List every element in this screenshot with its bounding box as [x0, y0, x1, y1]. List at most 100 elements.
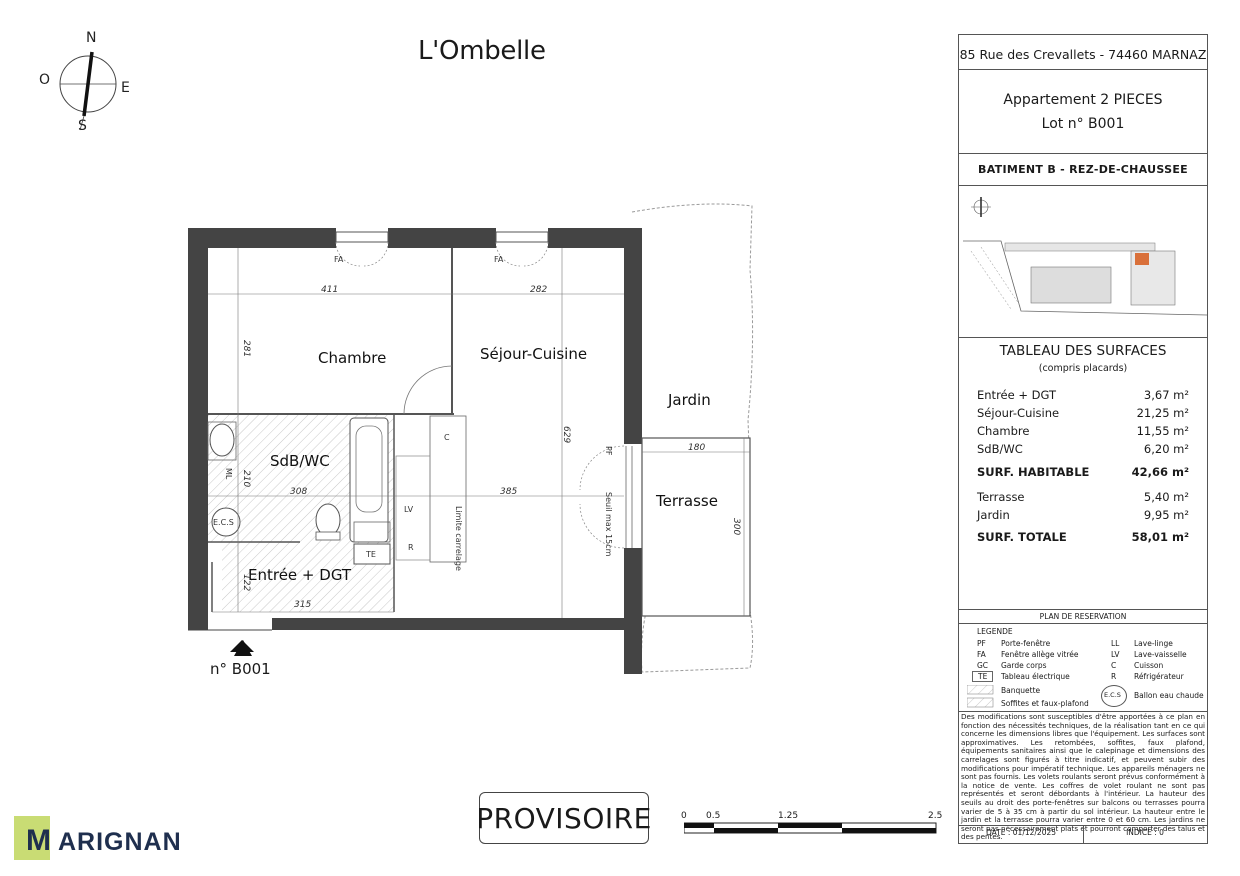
dim-300: 300: [731, 518, 741, 535]
surface-label: Séjour-Cuisine: [977, 406, 1060, 420]
label-ml: ML: [224, 468, 233, 480]
garden-outline: [631, 203, 754, 673]
label-fa-2: FA: [494, 255, 504, 264]
surface-row: SdB/WC 6,20 m²: [977, 442, 1189, 458]
legend-code: C: [1111, 661, 1117, 670]
legend-code: LV: [1111, 650, 1120, 659]
legend-hatch-swatches: [967, 685, 994, 708]
address: 85 Rue des Crevallets - 74460 MARNAZ: [959, 47, 1207, 62]
lot-number: Lot n° B001: [1041, 116, 1125, 132]
legend-title: LEGENDE: [977, 627, 1013, 636]
legend-text: Réfrigérateur: [1134, 672, 1184, 681]
dim-122: 122: [241, 574, 251, 591]
surface-label: SdB/WC: [977, 442, 1023, 456]
dim-385: 385: [500, 487, 517, 497]
legend-ecs: E.C.S: [1104, 691, 1121, 699]
room-sejour: Séjour-Cuisine: [480, 345, 587, 363]
label-refrigerateur: R: [408, 543, 414, 552]
scale-05: 0.5: [706, 811, 721, 821]
surface-value: 6,20 m²: [1143, 442, 1189, 456]
dim-281: 281: [241, 340, 251, 357]
building-level: BATIMENT B - REZ-DE-CHAUSSEE: [978, 163, 1188, 176]
surface-value: 5,40 m²: [1143, 490, 1189, 504]
room-terrasse: Terrasse: [655, 492, 718, 510]
wall-top-right: [548, 228, 642, 248]
surface-habitable-value: 42,66 m²: [1131, 465, 1189, 479]
room-jardin: Jardin: [667, 391, 711, 409]
compass-south: S: [78, 118, 87, 134]
legend-code: LL: [1111, 639, 1120, 648]
scale-25: 2.5: [928, 811, 943, 821]
scale-bar: [684, 822, 937, 834]
legend-soffites: Soffites et faux-plafond: [1001, 699, 1089, 708]
compass: [40, 30, 140, 134]
dim-308: 308: [290, 487, 307, 497]
plan-indice: INDICE : 0: [1126, 828, 1164, 837]
provisoire-stamp: PROVISOIRE: [476, 792, 652, 844]
legend-text: Tableau électrique: [1001, 672, 1070, 681]
label-seuil: Seuil max 15cm: [604, 492, 613, 557]
site-plan-thumbnail: [963, 197, 1207, 316]
dim-210: 210: [241, 470, 251, 487]
legend-text: Porte-fenêtre: [1001, 639, 1051, 648]
wall-left: [188, 228, 208, 630]
room-chambre: Chambre: [318, 349, 386, 367]
ecs-circle: [211, 507, 241, 537]
compass-rose-icon: [59, 51, 117, 131]
disclaimer-notice: Des modifications sont susceptibles d'êt…: [961, 712, 1205, 842]
compass-east: E: [121, 80, 130, 96]
surfaces-subtitle: (compris placards): [1038, 363, 1128, 374]
label-ecs: E.C.S: [213, 518, 234, 527]
label-limite-carrelage: Limite carrelage: [454, 506, 463, 571]
title-block: 85 Rue des Crevallets - 74460 MARNAZ App…: [958, 34, 1208, 844]
ecs-legend-circle: [1101, 685, 1127, 707]
room-sdb: SdB/WC: [270, 452, 330, 470]
legend-code: TE: [972, 671, 994, 682]
legend-ballon: Ballon eau chaude: [1134, 691, 1204, 700]
plan-title: L'Ombelle: [418, 36, 546, 66]
surface-total-row: SURF. TOTALE 58,01 m²: [977, 530, 1189, 546]
lot-marker: n° B001: [210, 660, 271, 678]
wall-right-lower: [624, 548, 642, 674]
legend-code: R: [1111, 672, 1117, 681]
plan-reservation: PLAN DE RESERVATION: [1039, 612, 1127, 621]
wall-top-left: [188, 228, 336, 248]
legend-text: Cuisson: [1134, 661, 1164, 670]
surface-row: Entrée + DGT 3,67 m²: [977, 388, 1189, 404]
label-lv: LV: [404, 505, 414, 514]
plan-date: DATE : 01/12/2025: [985, 828, 1057, 837]
surface-value: 3,67 m²: [1143, 388, 1189, 402]
wall-top-mid: [388, 228, 496, 248]
dim-180: 180: [688, 443, 705, 453]
surface-row: Séjour-Cuisine 21,25 m²: [977, 406, 1189, 422]
apartment-type: Appartement 2 PIECES: [1003, 92, 1163, 108]
surface-row: Chambre 11,55 m²: [977, 424, 1189, 440]
surface-row: Jardin 9,95 m²: [977, 508, 1189, 524]
provisoire-label: PROVISOIRE: [476, 801, 652, 835]
scale-0: 0: [681, 811, 687, 821]
surface-label: Chambre: [977, 424, 1030, 438]
surface-label: Entrée + DGT: [977, 388, 1057, 402]
legend-text: Lave-linge: [1134, 639, 1173, 648]
dim-629: 629: [561, 426, 571, 443]
legend-banquette: Banquette: [1001, 686, 1041, 695]
floor-plan: Chambre Séjour-Cuisine SdB/WC Entrée + D…: [188, 203, 754, 674]
surface-total-label: SURF. TOTALE: [977, 530, 1067, 544]
dim-282: 282: [530, 285, 547, 295]
label-fa-1: FA: [334, 255, 344, 264]
terrace: [641, 437, 751, 617]
label-pf: PF: [604, 446, 613, 456]
label-te: TE: [365, 550, 376, 559]
surfaces-title: TABLEAU DES SURFACES: [999, 343, 1167, 359]
legend-code: PF: [977, 639, 986, 648]
dim-411: 411: [321, 285, 338, 295]
surface-habitable-label: SURF. HABITABLE: [977, 465, 1090, 479]
surface-label: Jardin: [977, 508, 1010, 522]
surface-habitable-row: SURF. HABITABLE 42,66 m²: [977, 465, 1189, 481]
legend-code: FA: [977, 650, 986, 659]
wall-right-upper: [624, 228, 642, 444]
brand-mark-letter: M: [26, 824, 51, 857]
legend-code: GC: [977, 661, 989, 670]
label-cuisson: C: [444, 433, 450, 442]
brand-logo-mark: [14, 816, 50, 860]
